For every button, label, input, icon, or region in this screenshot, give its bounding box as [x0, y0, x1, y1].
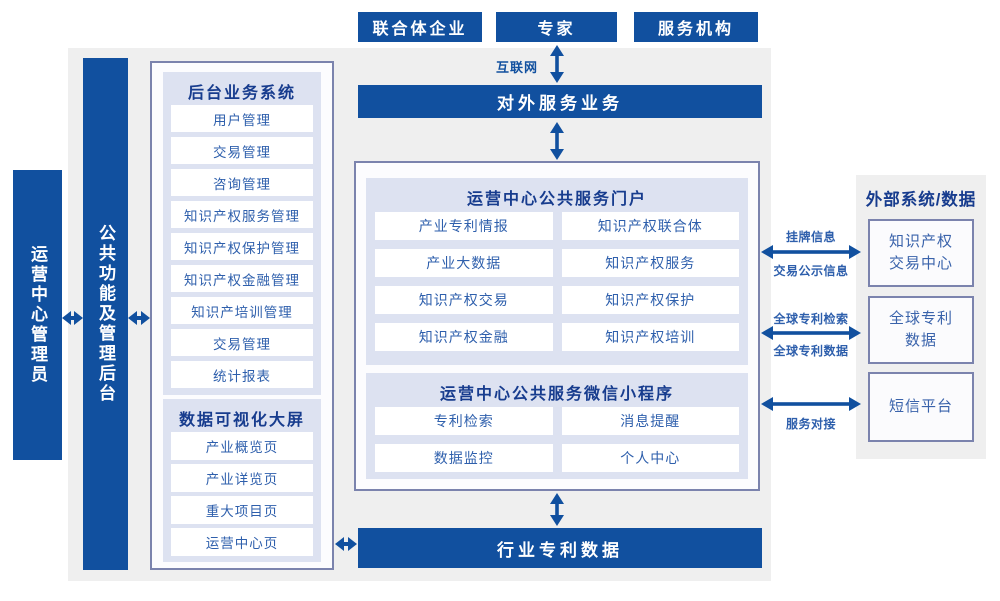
backend-item: 知识产权金融管理 — [171, 265, 313, 292]
backend-item: 统计报表 — [171, 361, 313, 388]
external-system-line: 交易中心 — [888, 255, 953, 272]
backend-item: 知识产培训管理 — [171, 297, 313, 324]
portal-item: 知识产权培训 — [561, 323, 739, 351]
external-system-line: 全球专利 — [888, 309, 953, 327]
portal-item: 知识产权保护 — [561, 286, 739, 314]
external-system-global-patent: 全球专利 数据 — [868, 296, 974, 364]
double-arrow-icon — [761, 397, 861, 411]
actor-box-expert: 专家 — [496, 12, 617, 42]
double-arrow-icon — [335, 537, 357, 551]
miniprogram-title: 运营中心公共服务微信小程序 — [439, 386, 674, 403]
backend-system-block: 后台业务系统 用户管理 交易管理 咨询管理 知识产权服务管理 知识产权保护管理 … — [163, 72, 321, 395]
dashboard-title: 数据可视化大屏 — [178, 412, 305, 429]
dashboard-block: 数据可视化大屏 产业概览页 产业详览页 重大项目页 运营中心页 — [163, 399, 321, 562]
portal-item: 知识产权联合体 — [561, 212, 739, 240]
backend-vertical-bar: 公共功能及管理后台 — [83, 58, 128, 570]
link-label-listing-info: 挂牌信息 — [785, 230, 836, 244]
internet-label: 互联网 — [496, 60, 539, 75]
double-arrow-icon — [550, 122, 564, 160]
backend-container: 后台业务系统 用户管理 交易管理 咨询管理 知识产权服务管理 知识产权保护管理 … — [150, 61, 334, 570]
dashboard-item: 产业详览页 — [171, 464, 313, 492]
miniprogram-item: 专利检索 — [375, 407, 553, 435]
external-system-ip-exchange: 知识产权 交易中心 — [868, 219, 974, 287]
portal-item: 知识产权金融 — [375, 323, 553, 351]
link-label-service-connection: 服务对接 — [785, 417, 836, 431]
center-panel: 运营中心公共服务门户 产业专利情报 知识产权联合体 产业大数据 知识产权服务 知… — [354, 161, 760, 491]
double-arrow-icon — [761, 326, 861, 340]
portal-title: 运营中心公共服务门户 — [466, 191, 647, 208]
backend-item: 知识产权服务管理 — [171, 201, 313, 228]
backend-system-title: 后台业务系统 — [187, 85, 296, 102]
backend-item: 交易管理 — [171, 329, 313, 356]
miniprogram-item: 消息提醒 — [561, 407, 739, 435]
miniprogram-block: 运营中心公共服务微信小程序 专利检索 消息提醒 数据监控 个人中心 — [366, 373, 748, 479]
portal-item: 产业专利情报 — [375, 212, 553, 240]
link-label-global-patent-search: 全球专利检索 — [773, 312, 849, 326]
backend-item: 交易管理 — [171, 137, 313, 164]
portal-item: 产业大数据 — [375, 249, 553, 277]
portal-block: 运营中心公共服务门户 产业专利情报 知识产权联合体 产业大数据 知识产权服务 知… — [366, 178, 748, 365]
portal-item: 知识产权服务 — [561, 249, 739, 277]
admin-vertical-bar: 运营中心管理员 — [13, 170, 62, 460]
actor-box-consortium: 联合体企业 — [358, 12, 482, 42]
dashboard-item: 重大项目页 — [171, 496, 313, 524]
dashboard-item: 产业概览页 — [171, 432, 313, 460]
external-system-line: 数据 — [904, 332, 937, 349]
dashboard-item: 运营中心页 — [171, 528, 313, 556]
miniprogram-item: 数据监控 — [375, 444, 553, 472]
external-service-bar: 对外服务业务 — [358, 85, 762, 118]
external-system-line: 短信平台 — [888, 397, 953, 415]
link-label-trade-publicity: 交易公示信息 — [773, 264, 849, 278]
external-panel-title: 外部系统/数据 — [865, 191, 977, 209]
industry-data-bar: 行业专利数据 — [358, 528, 762, 568]
portal-item: 知识产权交易 — [375, 286, 553, 314]
actor-box-service-org: 服务机构 — [634, 12, 758, 42]
miniprogram-item: 个人中心 — [561, 444, 739, 472]
external-system-sms: 短信平台 — [868, 372, 974, 442]
double-arrow-icon — [761, 245, 861, 259]
link-label-global-patent-data: 全球专利数据 — [773, 344, 849, 358]
external-system-line: 知识产权 — [888, 232, 953, 250]
backend-item: 用户管理 — [171, 105, 313, 132]
double-arrow-icon — [128, 311, 150, 325]
backend-item: 知识产权保护管理 — [171, 233, 313, 260]
double-arrow-icon — [550, 493, 564, 526]
double-arrow-icon — [550, 45, 564, 83]
backend-item: 咨询管理 — [171, 169, 313, 196]
double-arrow-icon — [62, 311, 83, 325]
